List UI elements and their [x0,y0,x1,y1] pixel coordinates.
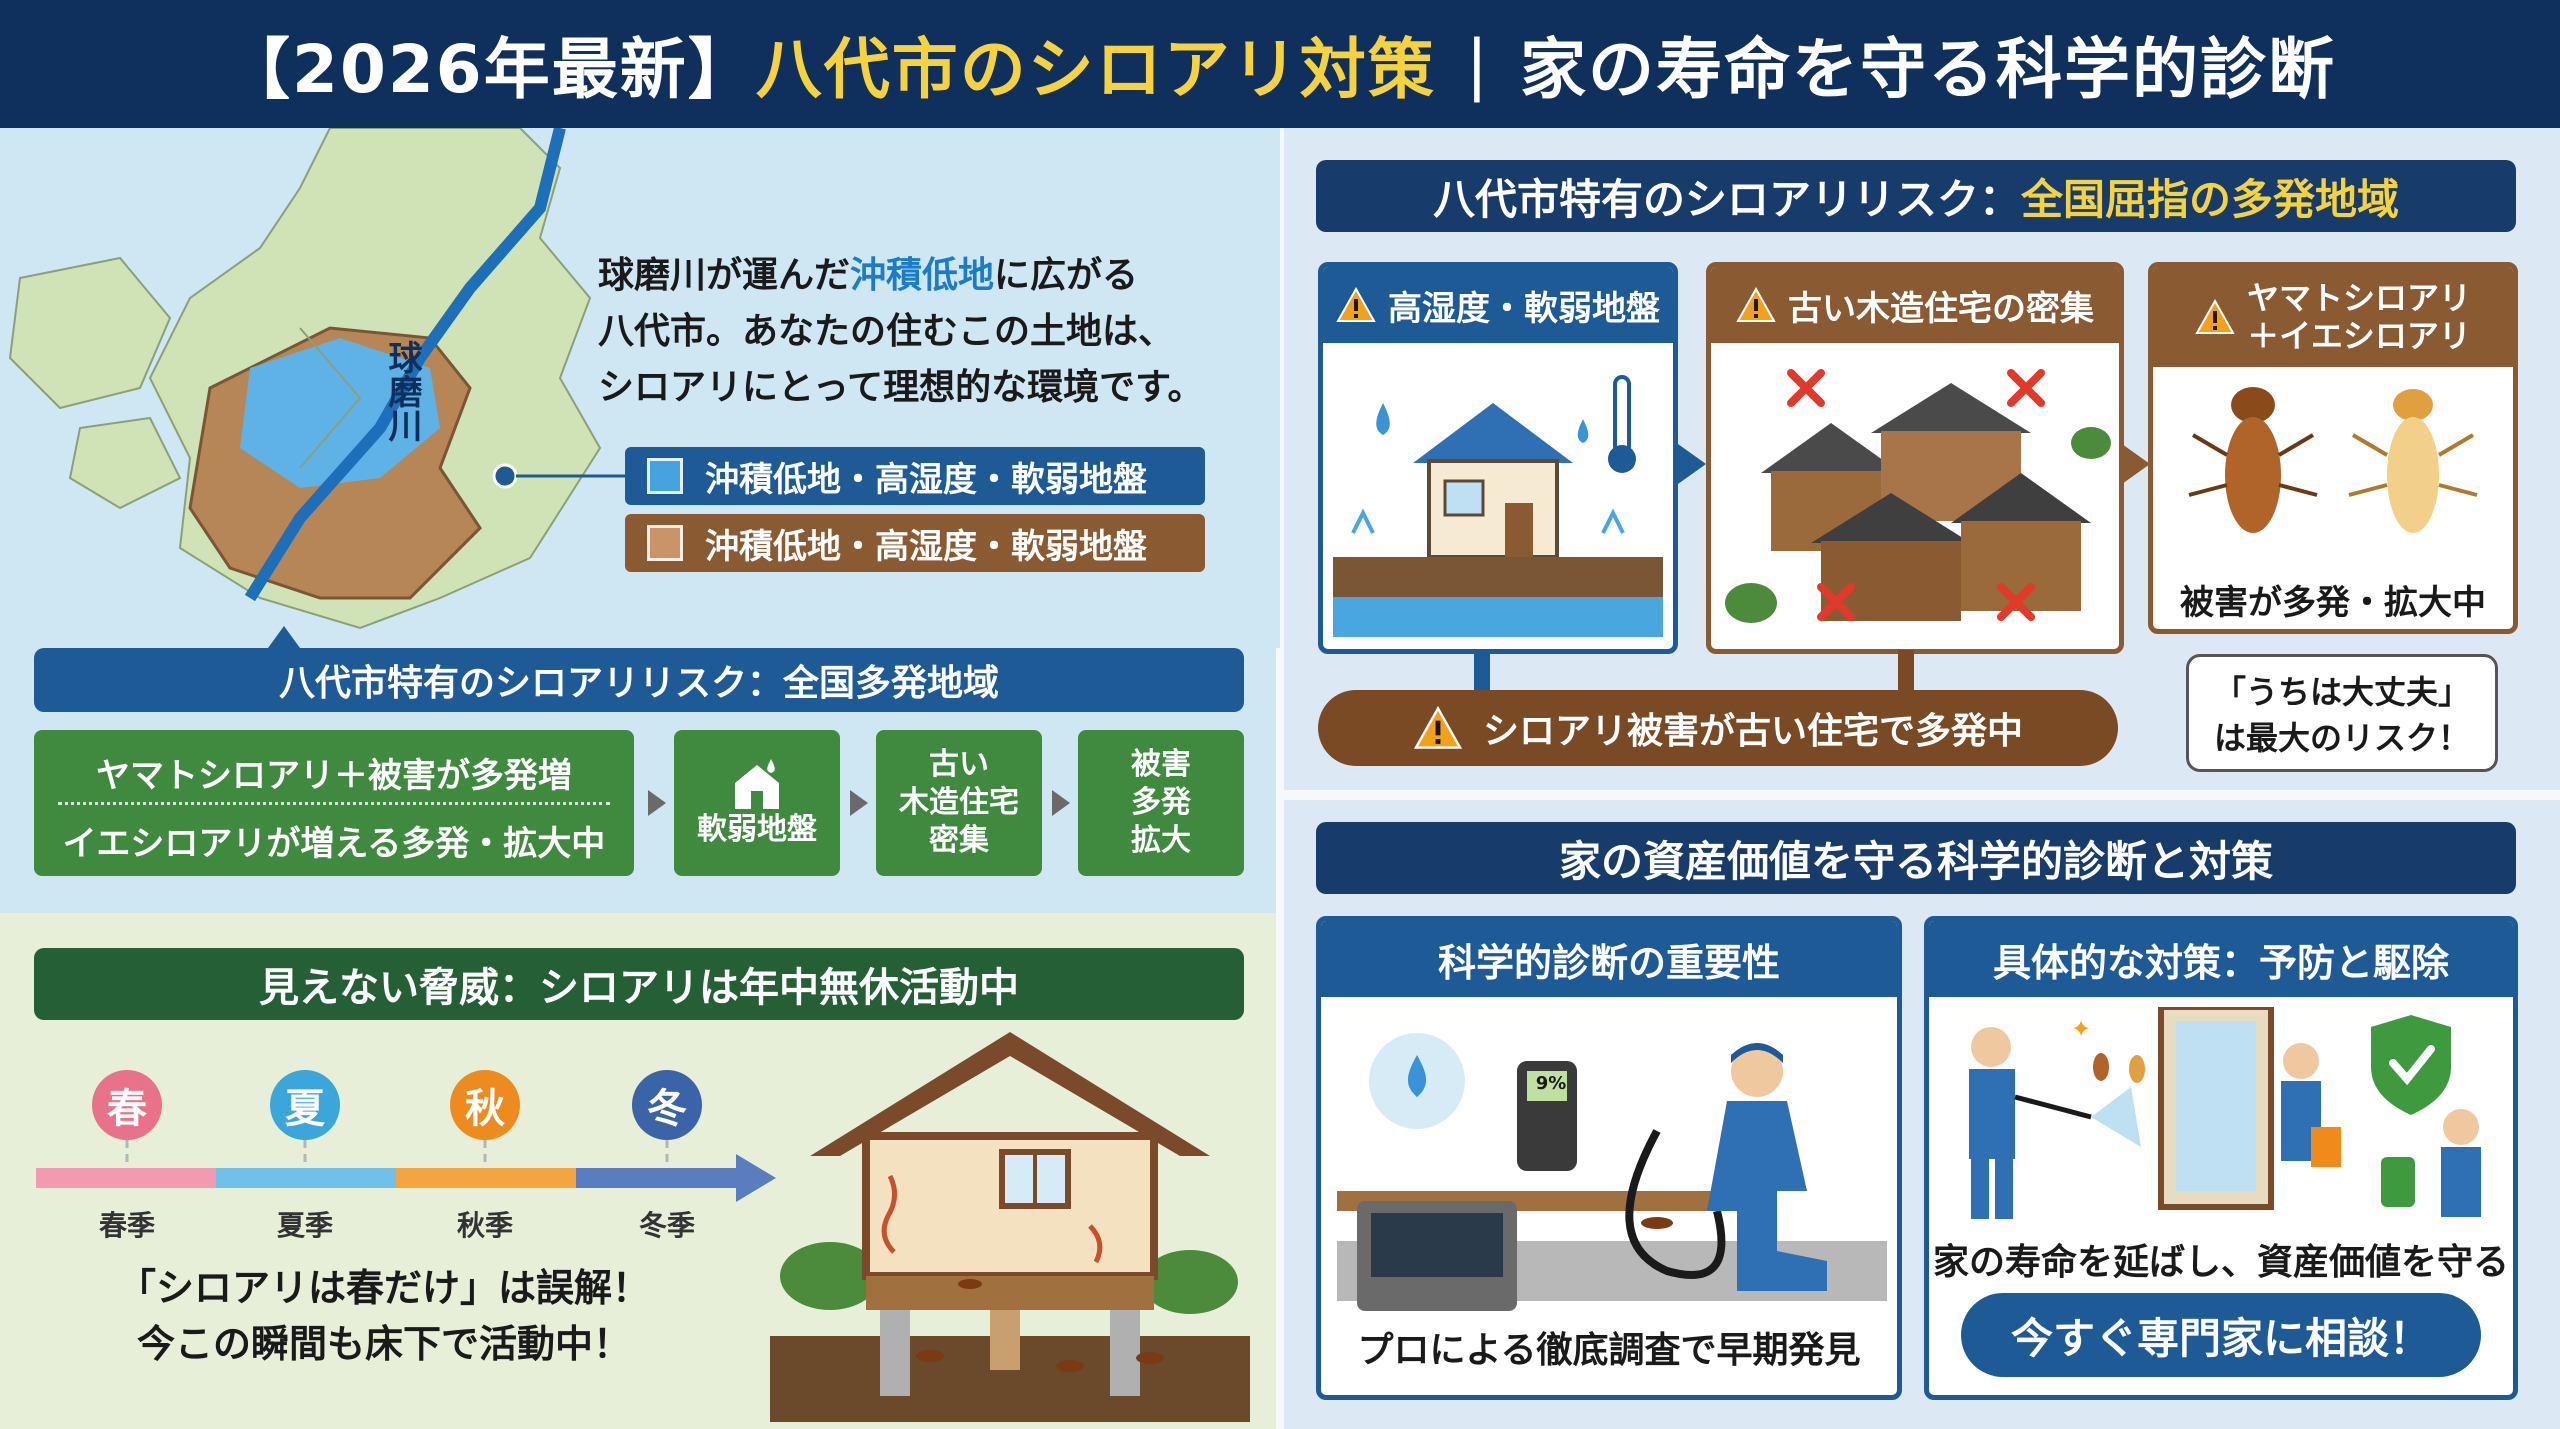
intro-line-2: 八代市。あなたの住むこの土地は、 [598,311,1175,352]
season-autumn-icon: 秋 [450,1070,520,1140]
inspection-illustration [1337,1033,1887,1311]
title-year: 【2026年最新】 [224,31,756,108]
card-diagnosis: 科学的診断の重要性 9% プロによる徹底調査で早期発見 [1316,916,1902,1400]
risk-title-right-part-2: 全国屈指の多発地域 [2021,174,2400,224]
card-humidity: 高湿度・軟弱地盤 [1318,262,1678,654]
warning-icon [1413,706,1463,749]
risk-step-old-houses: 古い 木造住宅 密集 [876,730,1042,876]
house-cutaway-illustration [770,1032,1250,1422]
legend-label-1: 沖積低地・高湿度・軟弱地盤 [705,459,1147,500]
intro-highlight: 沖積低地 [850,255,995,296]
season-spring-label: 春季 [98,1209,155,1242]
dense-houses-illustration [1725,369,2111,623]
wet-house-illustration [1333,375,1663,637]
title-main: 八代市のシロアリ対策 [755,31,1436,108]
arrow-right-icon [2122,444,2150,484]
legend-item-soil: 沖積低地・高湿度・軟弱地盤 [625,514,1205,572]
divider-horizontal [1284,790,2560,800]
bubble-line-1: 「うちは大丈夫」 [2213,673,2470,711]
risk-title-right-part-1: 八代市特有のシロアリリスク： [1432,174,2021,224]
speech-bubble: 「うちは大丈夫」 は最大のリスク！ [2186,654,2498,772]
card-old-houses-title: 古い木造住宅の密集 [1788,288,2094,329]
card-old-houses-header: 古い木造住宅の密集 [1711,267,2119,343]
legend-swatch-blue [647,458,683,494]
legend-label-2: 沖積低地・高湿度・軟弱地盤 [705,526,1147,567]
pest-control-illustration: ✦ [1969,1007,2481,1219]
countermeasures-caption: 家の寿命を延ばし、資産価値を守る [1932,1242,2509,1283]
card-diagnosis-header: 科学的診断の重要性 [1321,921,1897,997]
arrow-right-icon [1678,444,1706,484]
title-sub: 家の寿命を守る科学的診断 [1519,31,2336,108]
intro-part-1: 球磨川が運んだ [598,255,851,296]
misconception-line-2: 今この瞬間も床下で活動中！ [136,1322,631,1366]
risk-step-damage: 被害 多発 拡大 [1078,730,1244,876]
svg-text:✦: ✦ [2071,1015,2091,1043]
legend-item-lowland: 沖積低地・高湿度・軟弱地盤 [625,447,1205,505]
species-caption: 被害が多発・拡大中 [2180,583,2486,623]
diagnosis-title: 家の資産価値を守る科学的診断と対策 [1316,822,2516,894]
risk-main-box: ヤマトシロアリ＋被害が多発増 イエシロアリが増える多発・拡大中 [34,730,634,876]
risk-main-line-2: イエシロアリが増える多発・拡大中 [62,824,606,864]
card-humidity-header: 高湿度・軟弱地盤 [1323,267,1673,343]
divider-vertical [1276,128,1284,1429]
diagnosis-caption: プロによる徹底調査で早期発見 [1357,1330,1861,1371]
step-old-line-2: 木造住宅 [899,785,1019,820]
flow-arrow-3 [1052,790,1070,816]
card-old-houses: 古い木造住宅の密集 [1706,262,2124,654]
risk-main-divider [58,802,610,805]
connector-lines [1474,650,1914,694]
intro-part-2: に広がる [994,255,1139,296]
bubble-line-2: は最大のリスク！ [2213,719,2470,757]
warning-bar: シロアリ被害が古い住宅で多発中 [1318,690,2118,766]
card-humidity-title: 高湿度・軟弱地盤 [1388,288,1660,329]
intro-line-3: シロアリにとって理想的な環境です。 [598,367,1204,408]
misconception-line-1: 「シロアリは春だけ」は誤解！ [117,1266,650,1310]
termite-illustration [2188,387,2478,533]
risk-title-right: 八代市特有のシロアリリスク：全国屈指の多発地域 [1316,160,2516,232]
step-old-line-1: 古い [929,747,989,782]
risk-step-soft-ground: 軟弱地盤 [674,730,840,876]
risk-title-left: 八代市特有のシロアリリスク：全国多発地域 [34,648,1244,712]
threat-title: 見えない脅威：シロアリは年中無休活動中 [34,948,1244,1020]
warning-icon [1736,287,1776,322]
river-label: 球磨川 [382,340,422,442]
flow-arrow-2 [850,790,868,816]
house-water-icon [735,759,779,809]
meter-reading: 9% [1535,1073,1567,1094]
card-species-title: ヤマトシロアリ ＋イエシロアリ [2247,279,2471,355]
species-title-line-2: ＋イエシロアリ [2247,317,2471,355]
flow-arrow-1 [648,790,666,816]
step-old-line-3: 密集 [929,823,989,858]
step-damage-line-3: 拡大 [1131,823,1191,858]
season-spring-icon: 春 [92,1070,162,1140]
step-soft-ground-label: 軟弱地盤 [697,812,817,847]
warning-icon [1336,287,1376,322]
step-damage-line-2: 多発 [1131,785,1191,820]
season-autumn-label: 秋季 [456,1209,513,1242]
misconception-text: 「シロアリは春だけ」は誤解！ 今この瞬間も床下で活動中！ [34,1260,734,1372]
consult-button[interactable]: 今すぐ専門家に相談！ [1961,1293,2481,1377]
card-species-header: ヤマトシロアリ ＋イエシロアリ [2153,267,2513,367]
season-timeline [36,1070,776,1202]
warning-icon [2195,299,2235,334]
warning-bar-text: シロアリ被害が古い住宅で多発中 [1482,711,2023,752]
legend-swatch-brown [647,525,683,561]
season-winter-label: 冬季 [638,1209,695,1242]
season-summer-icon: 夏 [270,1070,340,1140]
card-termite-species: ヤマトシロアリ ＋イエシロアリ 被害が多発・拡大中 [2148,262,2518,634]
step-damage-line-1: 被害 [1131,747,1191,782]
title-separator: | [1465,25,1490,103]
season-winter-icon: 冬 [632,1070,702,1140]
card-countermeasures-header: 具体的な対策：予防と駆除 [1929,921,2513,997]
risk-main-line-1: ヤマトシロアリ＋被害が多発増 [96,756,572,796]
card-countermeasures: 具体的な対策：予防と駆除 ✦ 家の寿命を延ばし、資産価値を守る 今すぐ専門家に相… [1924,916,2518,1400]
species-title-line-1: ヤマトシロアリ [2246,279,2471,317]
season-summer-label: 夏季 [276,1209,333,1242]
map-intro-text: 球磨川が運んだ沖積低地に広がる 八代市。あなたの住むこの土地は、 シロアリにとっ… [598,248,1204,416]
page-header: 【2026年最新】 八代市のシロアリ対策 | 家の寿命を守る科学的診断 [0,0,2560,128]
